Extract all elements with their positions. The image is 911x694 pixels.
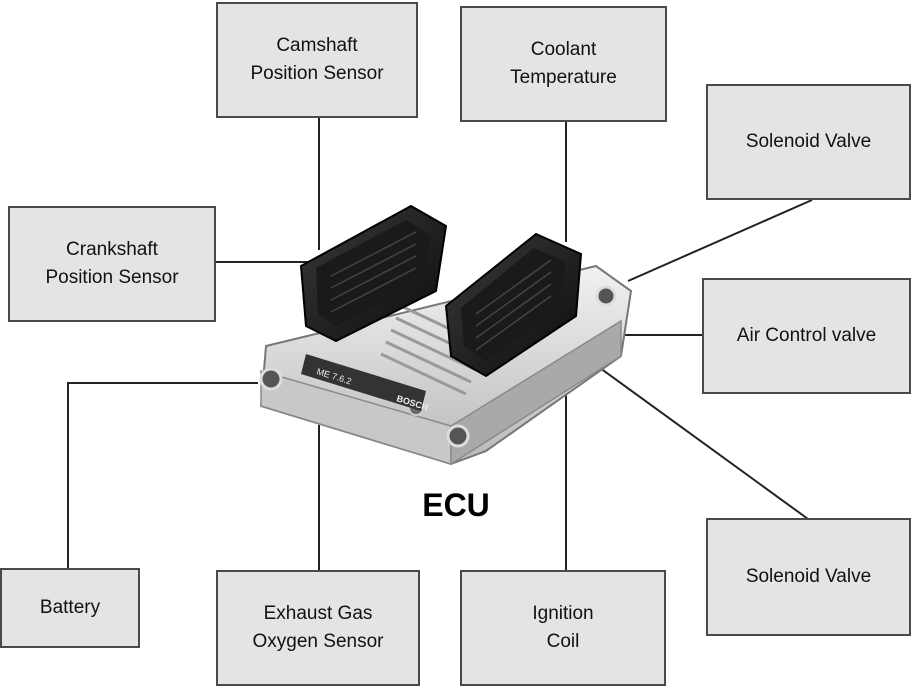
camshaft-position-sensor-box: Camshaft Position Sensor [216,2,418,118]
solenoid-top-label: Solenoid Valve [745,131,872,152]
coolant-label: Coolant Temperature [510,39,617,88]
line-solenoid-top [627,199,813,282]
air-control-label: Air Control valve [736,325,877,346]
line-solenoid-bottom [577,351,809,520]
ecu-connector-right [444,232,583,378]
battery-box: Battery [0,568,140,648]
ignition-coil-box: Ignition Coil [460,570,666,686]
ecu-title: ECU [422,487,490,523]
exhaust-label: Exhaust Gas Oxygen Sensor [252,603,384,652]
ecu-label-plate [301,354,426,411]
solenoid-bottom-label: Solenoid Valve [745,566,872,587]
camshaft-label: Camshaft Position Sensor [250,35,384,84]
exhaust-gas-oxygen-sensor-box: Exhaust Gas Oxygen Sensor [216,570,420,686]
ignition-label: Ignition Coil [532,603,594,652]
mounting-hole [446,424,470,448]
mounting-hole [595,285,617,307]
battery-label: Battery [39,597,101,618]
coolant-temperature-box: Coolant Temperature [460,6,667,122]
mounting-hole [259,367,283,391]
line-battery [67,382,258,570]
crankshaft-label: Crankshaft Position Sensor [45,239,179,288]
ecu-connector-left [299,204,448,343]
solenoid-valve-bottom-box: Solenoid Valve [706,518,911,636]
ecu-module-image: ME 7.6.2 BOSCH [259,204,633,466]
solenoid-valve-top-box: Solenoid Valve [706,84,911,200]
crankshaft-position-sensor-box: Crankshaft Position Sensor [8,206,216,322]
air-control-valve-box: Air Control valve [702,278,911,394]
